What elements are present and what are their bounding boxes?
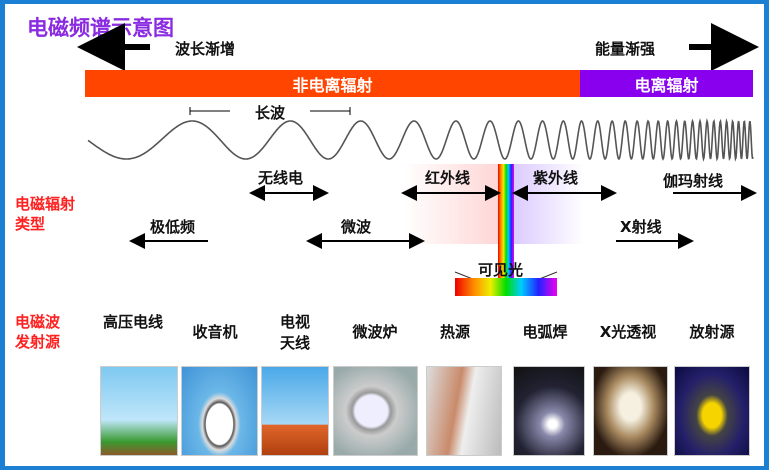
wave-line (87, 117, 754, 162)
xray-image (593, 366, 668, 456)
diagram-graphics (77, 23, 759, 296)
source-label: 微波炉 (352, 323, 398, 341)
heat-source-image (426, 366, 502, 456)
source-label: 放射源 (689, 323, 735, 341)
sources-label: 电磁波发射源 (15, 313, 61, 351)
long-wave-marker (189, 107, 351, 115)
xray-label: X射线 (620, 218, 662, 236)
types-label: 电磁辐射类型 (15, 195, 76, 233)
wavelength-label: 波长渐增 (175, 40, 236, 58)
diagram-frame: 电磁频谱示意图 非电离辐射 电离辐射 波长渐增 能量渐强 长波 无线电 红外线 … (5, 4, 764, 466)
long-wave-label: 长波 (255, 104, 286, 122)
source-label: 电视天线 (279, 313, 310, 352)
radioactive-source-image (674, 366, 750, 456)
infrared-label: 红外线 (425, 169, 471, 187)
infrared-region (403, 164, 498, 244)
visible-spectrum (455, 278, 557, 296)
ultraviolet-region (514, 164, 584, 244)
gamma-label: 伽玛射线 (663, 172, 724, 190)
tv-antenna-image (261, 366, 329, 456)
source-label: 热源 (439, 323, 470, 341)
source-label: 高压电线 (102, 313, 163, 331)
power-line-image (100, 366, 178, 456)
energy-label: 能量渐强 (595, 40, 656, 58)
radio-image (181, 366, 258, 456)
ultraviolet-label: 紫外线 (533, 169, 579, 187)
non-ionizing-bar: 非电离辐射 (85, 70, 580, 97)
microwave-oven-image (333, 366, 418, 456)
elf-label: 极低频 (150, 218, 196, 236)
visible-band (498, 164, 514, 294)
source-label: X光透视 (599, 323, 657, 341)
microwave-label: 微波 (341, 218, 372, 236)
arc-welding-image (513, 366, 585, 456)
radio-label: 无线电 (258, 169, 304, 187)
visible-label: 可见光 (478, 261, 524, 279)
ionizing-bar: 电离辐射 (580, 70, 753, 97)
source-label: 电弧焊 (522, 323, 568, 341)
source-label: 收音机 (192, 323, 238, 341)
